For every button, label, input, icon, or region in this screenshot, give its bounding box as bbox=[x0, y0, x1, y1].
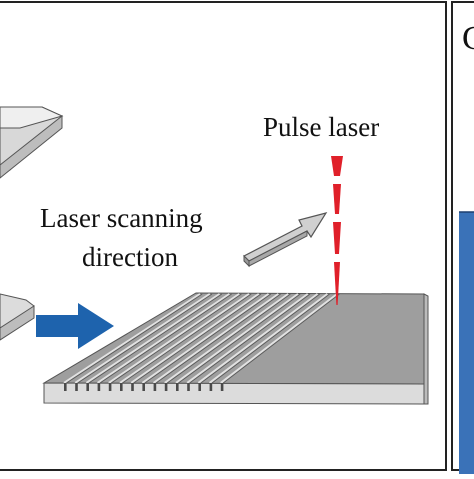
groove-notch bbox=[131, 383, 134, 391]
groove-line bbox=[119, 293, 250, 384]
groove-shadow bbox=[200, 293, 321, 384]
pulse-laser-label: Pulse laser bbox=[263, 112, 380, 142]
groove-notch bbox=[108, 383, 112, 391]
groove-shadow bbox=[99, 293, 232, 384]
groove-notch bbox=[164, 383, 168, 391]
groove-notch bbox=[220, 383, 224, 391]
groove-notch bbox=[153, 383, 157, 391]
groove-line bbox=[85, 293, 221, 384]
groove-line bbox=[220, 293, 338, 384]
groove-line bbox=[130, 293, 260, 384]
groove-shadow bbox=[122, 293, 252, 384]
groove-notch bbox=[97, 383, 101, 391]
groove-shadow bbox=[88, 293, 223, 384]
direction-label: direction bbox=[82, 242, 178, 272]
process-right-arrow-icon bbox=[36, 303, 114, 349]
groove-notch bbox=[209, 383, 213, 391]
groove-line bbox=[96, 293, 231, 384]
groove-notch bbox=[120, 383, 123, 391]
groove-notch bbox=[142, 383, 145, 391]
panel-letter-label: C bbox=[462, 20, 474, 57]
groove-shadow bbox=[77, 293, 213, 384]
groove-notch bbox=[86, 383, 89, 391]
scan-direction-arrow-icon bbox=[242, 212, 328, 268]
groove-shadow bbox=[211, 293, 330, 384]
laser-scanning-label: Laser scanning bbox=[40, 203, 203, 233]
groove-shadow bbox=[110, 293, 242, 384]
groove-notch bbox=[176, 383, 179, 391]
groove-line bbox=[186, 293, 309, 384]
lower-plate bbox=[0, 293, 35, 341]
groove-line bbox=[175, 293, 299, 384]
upper-plate bbox=[0, 106, 64, 179]
pulse-laser-beam-icon bbox=[331, 156, 343, 305]
groove-shadow bbox=[144, 293, 272, 384]
groove-line bbox=[208, 293, 329, 384]
groove-shadow bbox=[66, 293, 203, 384]
groove-shadow bbox=[189, 293, 311, 384]
groove-shadow bbox=[155, 293, 281, 384]
groove-notch bbox=[187, 383, 190, 391]
groove-notch bbox=[75, 383, 78, 391]
groove-line bbox=[108, 293, 240, 384]
groove-line bbox=[197, 293, 319, 384]
groove-notch bbox=[64, 383, 67, 391]
groove-shadow bbox=[178, 293, 301, 384]
groove-line bbox=[74, 293, 211, 384]
groove-notches bbox=[64, 383, 224, 391]
groove-notch bbox=[198, 383, 201, 391]
groove-line bbox=[63, 293, 201, 384]
right-panel-blue-region bbox=[459, 212, 474, 474]
groove-shadow bbox=[166, 293, 291, 384]
groove-line bbox=[152, 293, 280, 384]
laser-grooves bbox=[63, 293, 340, 384]
grooved-plate-front bbox=[43, 382, 425, 405]
groove-shadow bbox=[133, 293, 262, 384]
groove-line bbox=[164, 293, 289, 384]
groove-line bbox=[141, 293, 270, 384]
groove-shadow bbox=[222, 293, 340, 384]
grooved-plate-side bbox=[423, 293, 429, 405]
